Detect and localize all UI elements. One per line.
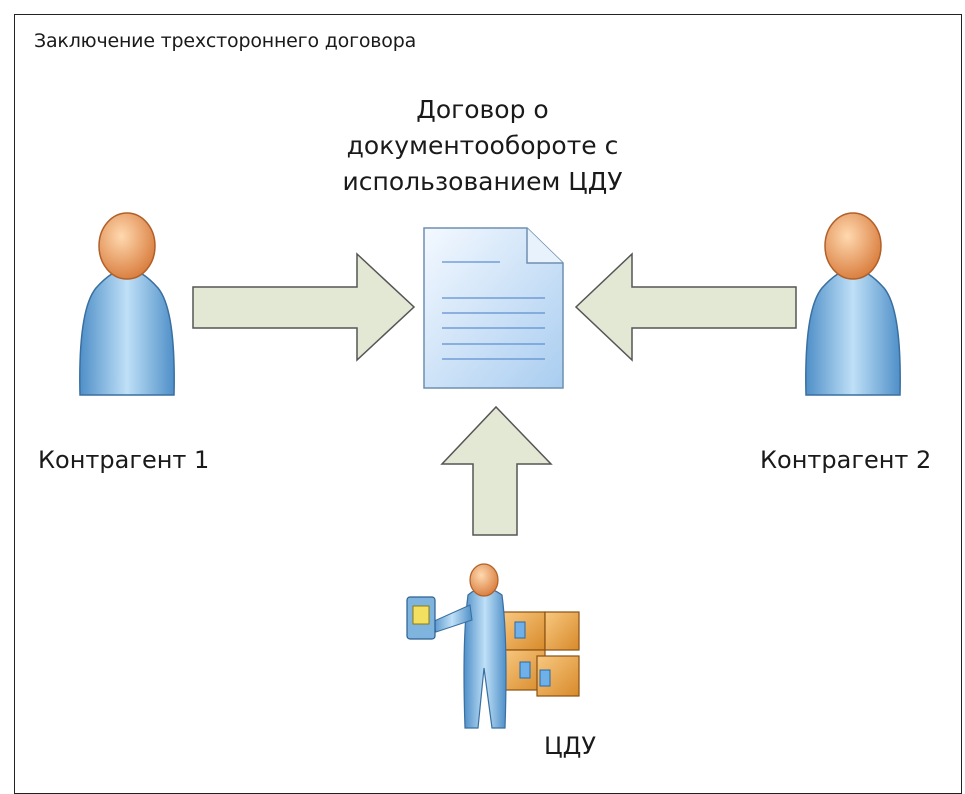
document-caption-line-2: документообороте с — [346, 131, 619, 160]
label-counterparty-1: Контрагент 1 — [38, 446, 210, 474]
document-caption: Договор о документообороте с использован… — [320, 92, 645, 200]
scanner-icon — [406, 596, 436, 640]
boxes-icon — [502, 611, 580, 697]
label-operator: ЦДУ — [544, 732, 597, 760]
person-icon-counterparty-2 — [805, 212, 901, 396]
operator-icon — [406, 563, 580, 729]
arrow-right-icon — [192, 252, 416, 362]
document-caption-line-1: Договор о — [416, 95, 549, 124]
person-icon-counterparty-1 — [79, 212, 175, 396]
document-icon — [423, 227, 564, 389]
diagram-title: Заключение трехстороннего договора — [34, 30, 417, 52]
arrow-up-icon — [440, 405, 553, 536]
label-counterparty-2: Контрагент 2 — [760, 446, 932, 474]
document-caption-line-3: использованием ЦДУ — [342, 167, 623, 196]
arrow-left-icon — [574, 252, 797, 362]
